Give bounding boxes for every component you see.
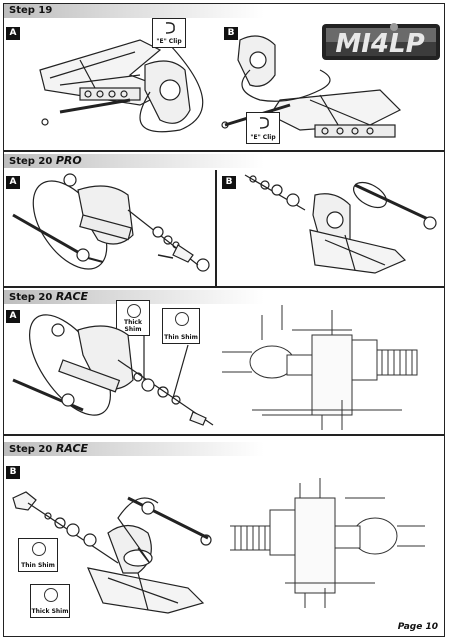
step-20-race-a-badge: A bbox=[6, 310, 20, 323]
step-20-race-b-title: Step 20 RACE bbox=[9, 442, 88, 457]
thin-shim-callout-b: Thin Shim bbox=[18, 538, 58, 572]
e-clip-callout-a: "E" Clip bbox=[152, 18, 186, 48]
step-20-race-a-suffix: RACE bbox=[55, 290, 89, 303]
step-20-pro-badge-a: A bbox=[6, 176, 20, 189]
thick-shim-callout-a: Thick Shim bbox=[116, 300, 150, 336]
step-20-pro-divider bbox=[215, 170, 217, 286]
e-clip-callout-b: "E" Clip bbox=[246, 112, 280, 144]
step-20-pro-b-illustration bbox=[244, 174, 437, 274]
step-20-race-b-badge: B bbox=[6, 466, 20, 479]
step-19-title: Step 19 bbox=[9, 5, 53, 16]
step-20-race-a-number: Step 20 bbox=[9, 292, 53, 303]
step-20-race-b-illustration bbox=[12, 491, 212, 614]
page-number: Page 10 bbox=[397, 622, 438, 632]
step-20-pro-a-illustration bbox=[12, 173, 210, 272]
svg-text:MI4LP: MI4LP bbox=[335, 29, 424, 59]
page-border bbox=[3, 3, 445, 637]
step-19-badge-b: B bbox=[224, 27, 238, 40]
step-20-race-b-suffix: RACE bbox=[55, 442, 89, 455]
thick-shim-callout-b-label: Thick Shim bbox=[31, 608, 69, 615]
step-20-pro-title: Step 20 PRO bbox=[9, 154, 82, 169]
step-20-pro-badge-b: B bbox=[222, 176, 236, 189]
thick-shim-callout-b: Thick Shim bbox=[30, 584, 70, 618]
step-19-badge-a: A bbox=[6, 27, 20, 40]
step-20-pro-header: Step 20 PRO bbox=[4, 154, 444, 168]
e-clip-callout-a-label: "E" Clip bbox=[156, 38, 182, 45]
step-20-race-a-title: Step 20 RACE bbox=[9, 290, 88, 305]
step-20-race-a-illustration bbox=[12, 314, 214, 426]
thin-shim-callout-b-label: Thin Shim bbox=[21, 562, 55, 569]
thick-shim-callout-a-label: Thick Shim bbox=[124, 319, 142, 333]
thin-shim-callout-a-label: Thin Shim bbox=[164, 334, 198, 341]
step-20-race-a-header: Step 20 RACE bbox=[4, 290, 444, 304]
step-20-pro-number: Step 20 bbox=[9, 156, 53, 167]
brand-logo: MI4LP bbox=[320, 18, 442, 70]
divider-3 bbox=[4, 434, 444, 436]
step-19a-illustration bbox=[39, 39, 204, 133]
step-19-header: Step 19 bbox=[4, 4, 444, 18]
step-19b-illustration bbox=[221, 35, 402, 138]
step-20-pro-suffix: PRO bbox=[55, 154, 82, 167]
step-20-race-b-header: Step 20 RACE bbox=[4, 442, 444, 456]
step-20-race-b-number: Step 20 bbox=[9, 444, 53, 455]
thin-shim-callout-a: Thin Shim bbox=[162, 308, 200, 344]
divider-1 bbox=[4, 150, 444, 152]
step-20-race-a-detail bbox=[222, 305, 418, 430]
divider-2 bbox=[4, 286, 444, 288]
step-20-race-b-detail bbox=[230, 478, 425, 608]
e-clip-callout-b-label: "E" Clip bbox=[250, 134, 276, 141]
